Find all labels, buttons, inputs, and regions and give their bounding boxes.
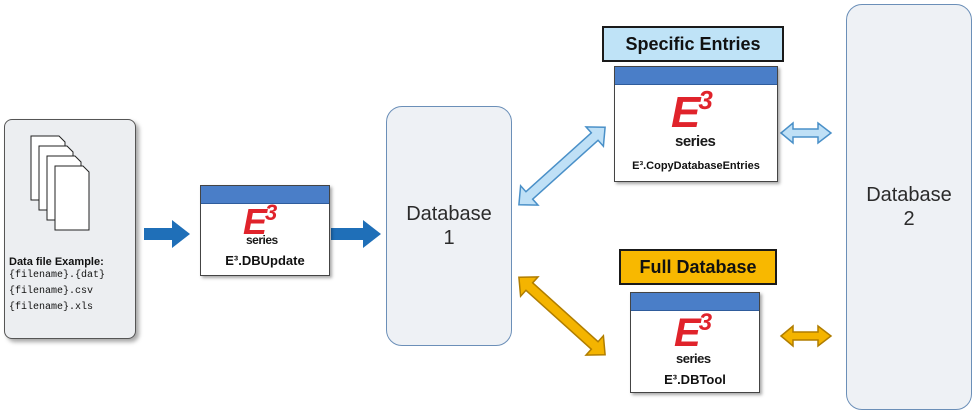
app-titlebar xyxy=(615,67,777,85)
specific-entries-label: Specific Entries xyxy=(602,26,784,62)
app-label-dbupdate: E³.DBUpdate xyxy=(225,253,305,268)
file-example-dat: {filename}.{dat} xyxy=(9,270,106,281)
double-arrow-copy-entries xyxy=(518,126,606,206)
double-arrow-copy-to-db2 xyxy=(779,121,833,145)
data-file-panel: Data file Example: {filename}.{dat} {fil… xyxy=(4,119,136,339)
database-2-number: 2 xyxy=(903,208,915,230)
double-arrow-dbtool xyxy=(518,276,606,356)
series-logo-text: series xyxy=(675,133,716,150)
app-label-dbtool: E³.DBTool xyxy=(664,372,726,387)
arrow-to-database1 xyxy=(331,220,381,248)
double-arrow-dbtool-to-db2 xyxy=(779,324,833,348)
e3-logo-icon: E3 xyxy=(671,85,713,137)
app-window-dbupdate: E3 series E³.DBUpdate xyxy=(200,185,330,276)
database-2-name: Database xyxy=(866,184,952,206)
database-1-number: 1 xyxy=(443,227,455,249)
e3-logo-icon: E3 xyxy=(243,200,277,242)
series-logo-text: series xyxy=(676,351,711,366)
database-1-name: Database xyxy=(406,203,492,225)
e3-logo-icon: E3 xyxy=(674,309,712,355)
database-1: Database 1 xyxy=(386,106,512,346)
arrow-to-dbupdate xyxy=(144,220,190,248)
app-titlebar xyxy=(201,186,329,204)
app-label-copy-entries: E³.CopyDatabaseEntries xyxy=(632,160,760,172)
data-file-example-title: Data file Example: xyxy=(9,256,104,268)
file-example-csv: {filename}.csv xyxy=(9,286,94,297)
database-2: Database 2 xyxy=(846,4,972,410)
document-stack-icon xyxy=(30,135,90,231)
app-window-copy-entries: E3 series E³.CopyDatabaseEntries xyxy=(614,66,778,182)
app-titlebar xyxy=(631,293,759,311)
app-window-dbtool: E3 series E³.DBTool xyxy=(630,292,760,393)
series-logo-text: series xyxy=(246,233,278,247)
full-database-label: Full Database xyxy=(619,249,777,285)
file-example-xls: {filename}.xls xyxy=(9,302,94,313)
